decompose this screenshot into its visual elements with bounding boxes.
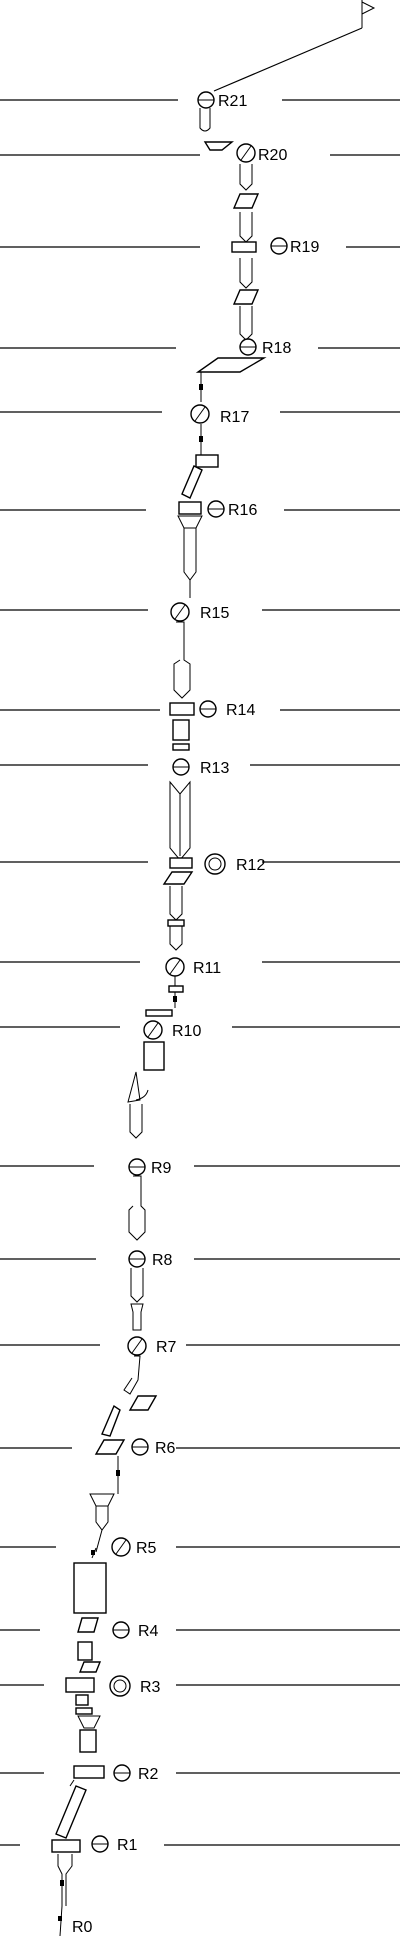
slashed-circle-icon — [190, 404, 210, 424]
row-r18: R18 — [0, 338, 400, 402]
row-r1: R1 — [0, 1835, 400, 1906]
row-label: R4 — [138, 1623, 159, 1640]
row-r10: R10 — [0, 1020, 400, 1139]
row-r3: R3 — [0, 1675, 400, 1753]
flag-icon — [213, 0, 376, 92]
row-r9: R9 — [0, 1158, 400, 1241]
row-r16: R16 — [0, 500, 400, 598]
horizontal-bar-circle-icon — [128, 1158, 146, 1176]
row-label: R13 — [200, 760, 229, 777]
row-r11: R11 — [0, 957, 400, 1017]
slashed-circle-icon — [143, 1020, 163, 1040]
row-r15: R15 — [0, 602, 400, 699]
row-r7: R7 — [0, 1336, 400, 1437]
slashed-circle-icon — [165, 957, 185, 977]
row-label: R18 — [262, 340, 291, 357]
horizontal-bar-circle-icon — [131, 1438, 149, 1456]
row-r12: R12 — [0, 853, 400, 951]
slashed-circle-icon — [170, 602, 190, 622]
row-r8: R8 — [0, 1250, 400, 1331]
horizontal-bar-circle-icon — [172, 758, 190, 776]
horizontal-bar-circle-icon — [207, 500, 225, 518]
horizontal-bar-circle-icon — [239, 338, 257, 356]
row-label: R17 — [220, 409, 249, 426]
row-r19: R19 — [0, 237, 400, 341]
horizontal-bar-circle-icon — [270, 237, 288, 255]
horizontal-bar-circle-icon — [91, 1835, 109, 1853]
horizontal-bar-circle-icon — [112, 1621, 130, 1639]
row-label: R20 — [258, 147, 287, 164]
row-label: R12 — [236, 857, 265, 874]
row-label: R21 — [218, 93, 247, 110]
row-label: R0 — [72, 1919, 93, 1936]
slashed-circle-icon — [236, 143, 256, 163]
row-r6: R6 — [0, 1438, 400, 1553]
row-label: R7 — [156, 1339, 177, 1356]
horizontal-bar-circle-icon — [128, 1250, 146, 1268]
row-label: R6 — [155, 1440, 176, 1457]
row-label: R10 — [172, 1023, 201, 1040]
row-label: R16 — [228, 502, 257, 519]
row-r0: R0 — [58, 1905, 93, 1937]
slashed-circle-icon — [111, 1537, 131, 1557]
row-r14: R14 — [0, 700, 400, 751]
row-label: R9 — [151, 1160, 172, 1177]
row-label: R11 — [193, 960, 221, 977]
row-label: R14 — [226, 702, 255, 719]
row-r2: R2 — [0, 1764, 400, 1839]
double-circle-icon — [109, 1675, 131, 1697]
row-label: R15 — [200, 605, 229, 622]
slashed-circle-icon — [127, 1336, 147, 1356]
row-label: R1 — [117, 1837, 138, 1854]
double-circle-icon — [204, 853, 226, 875]
row-r21: R21 — [0, 91, 400, 132]
horizontal-bar-circle-icon — [197, 91, 215, 109]
row-label: R8 — [152, 1252, 173, 1269]
row-label: R19 — [290, 239, 319, 256]
row-r17: R17 — [0, 404, 400, 499]
row-label: R3 — [140, 1679, 161, 1696]
row-label: R5 — [136, 1540, 157, 1557]
row-r20: R20 — [0, 141, 400, 243]
horizontal-bar-circle-icon — [113, 1764, 131, 1782]
row-r4: R4 — [0, 1621, 400, 1673]
row-r5: R5 — [0, 1537, 400, 1633]
horizontal-bar-circle-icon — [199, 700, 217, 718]
row-label: R2 — [138, 1766, 159, 1783]
row-r13: R13 — [0, 758, 400, 861]
